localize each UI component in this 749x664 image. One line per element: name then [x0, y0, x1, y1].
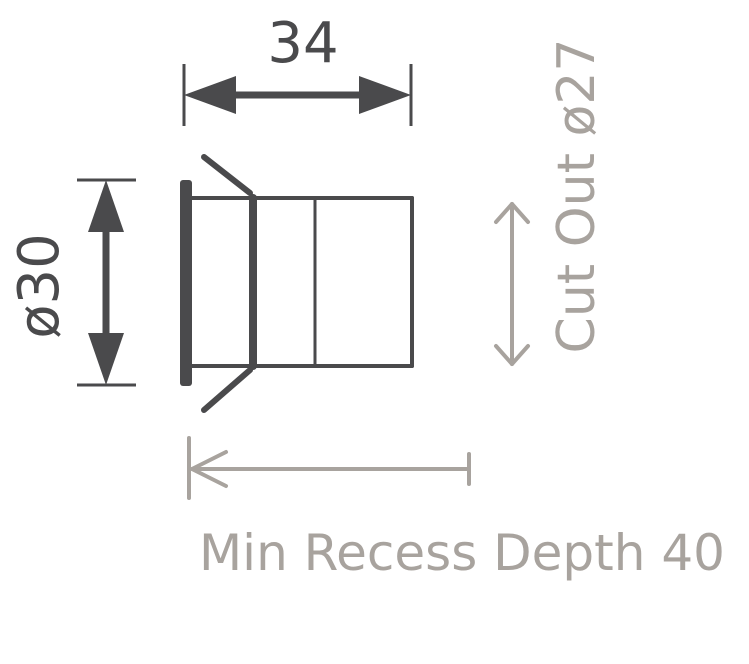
downlight-fitting	[180, 154, 414, 413]
cutout-dimension	[494, 202, 530, 366]
spring-clip-bottom	[201, 367, 253, 413]
cutout-arrow-bottom	[494, 344, 530, 366]
cutout-arrow-top	[494, 202, 530, 224]
diameter-arrow-top	[88, 180, 124, 232]
spring-clip-top	[201, 154, 253, 196]
diameter-dimension	[77, 178, 136, 387]
recess-dimension	[187, 436, 471, 500]
recess-label: Min Recess Depth 40	[199, 524, 725, 582]
diameter-arrow-bottom	[88, 333, 124, 385]
cutout-label: Cut Out ø27	[547, 39, 607, 354]
diameter-label: ø30	[7, 233, 72, 339]
width-arrow-right	[359, 76, 411, 114]
width-dimension	[182, 64, 413, 126]
width-label: 34	[267, 11, 338, 76]
recess-arrow-left	[190, 450, 228, 488]
width-arrow-left	[184, 76, 236, 114]
bezel-flange	[180, 180, 192, 386]
